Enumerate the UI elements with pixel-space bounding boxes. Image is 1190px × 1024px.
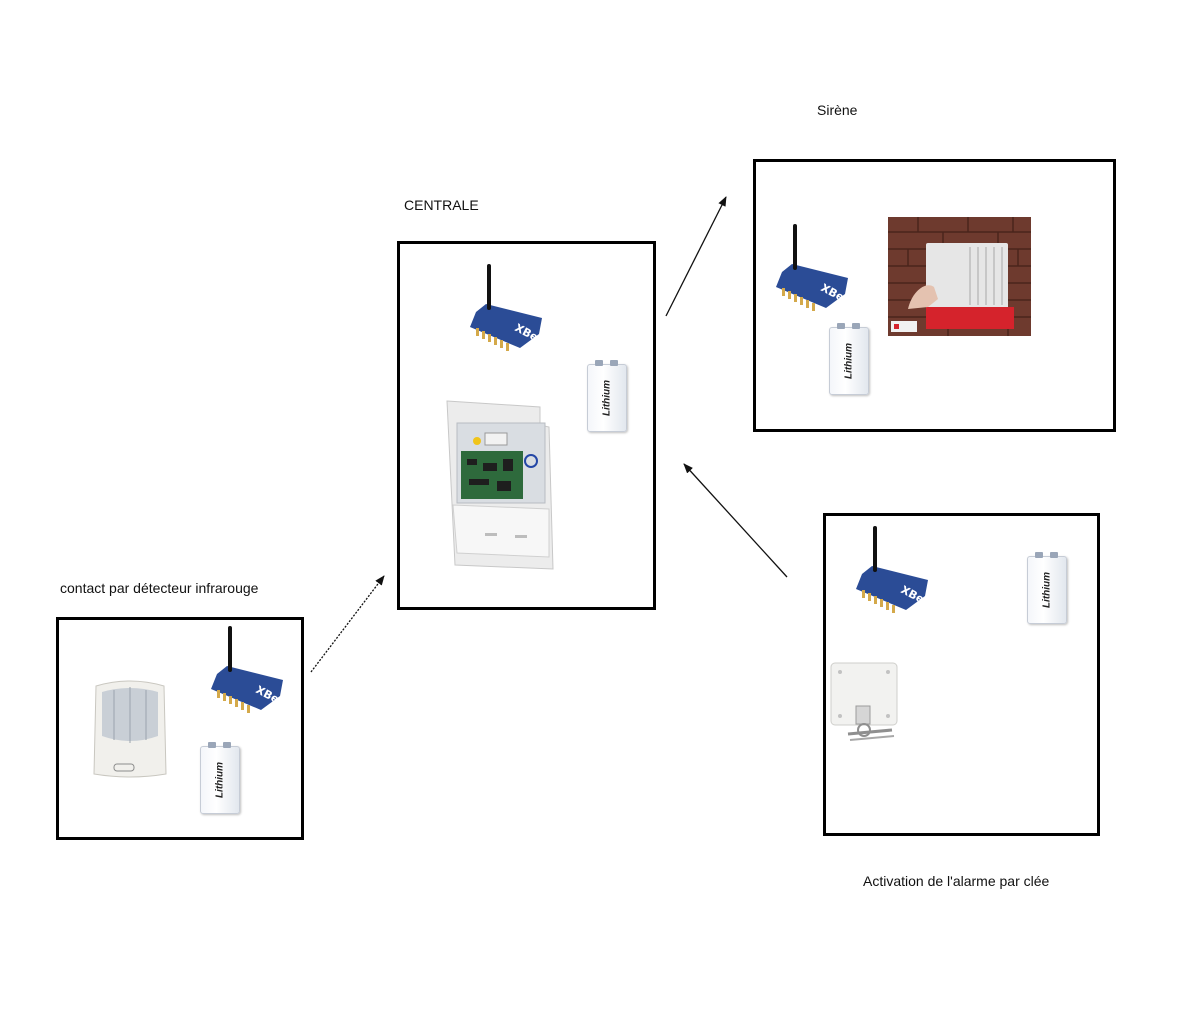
control-panel-icon bbox=[446, 400, 554, 570]
lithium-text: Lithium bbox=[1041, 571, 1053, 609]
xbee-module-icon: XBee bbox=[856, 526, 932, 613]
key-switch-icon bbox=[830, 662, 898, 741]
activation-label: Activation de l'alarme par clée bbox=[863, 873, 1050, 889]
xbee-module-icon: XBee bbox=[211, 626, 287, 713]
lithium-text: Lithium bbox=[601, 379, 613, 417]
lithium-text: Lithium bbox=[843, 342, 855, 380]
lithium-text: Lithium bbox=[214, 761, 226, 799]
arrow-key-to-centrale bbox=[683, 463, 788, 578]
detecteur-label: contact par détecteur infrarouge bbox=[60, 580, 259, 596]
lithium-battery-icon: Lithium bbox=[1027, 552, 1067, 624]
pir-sensor-icon bbox=[93, 680, 167, 778]
xbee-module-icon: XBee bbox=[470, 264, 546, 351]
siren-photo-icon bbox=[888, 217, 1031, 336]
centrale-label: CENTRALE bbox=[404, 197, 479, 213]
lithium-battery-icon: Lithium bbox=[200, 742, 240, 814]
lithium-battery-icon: Lithium bbox=[829, 323, 869, 395]
arrow-centrale-to-sirene bbox=[665, 196, 727, 317]
arrow-detector-to-centrale bbox=[310, 575, 385, 673]
sirene-label: Sirène bbox=[817, 102, 858, 118]
xbee-module-icon: XBee bbox=[776, 224, 852, 311]
lithium-battery-icon: Lithium bbox=[587, 360, 627, 432]
detecteur-box bbox=[56, 617, 304, 840]
